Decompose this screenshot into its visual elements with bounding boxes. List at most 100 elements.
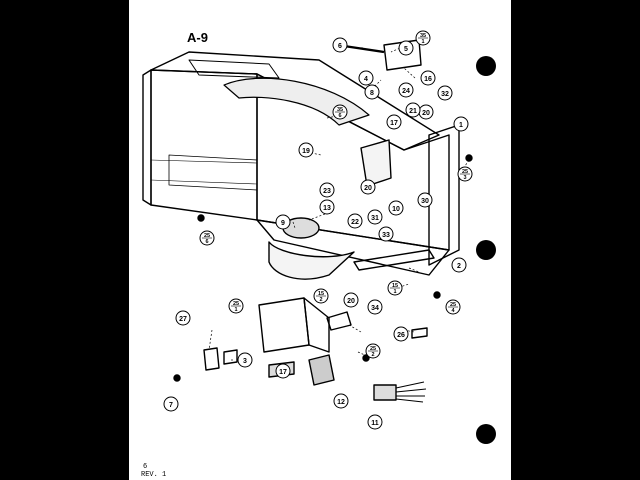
callout-13: 13 bbox=[319, 199, 335, 215]
screw bbox=[465, 154, 473, 162]
callout-30: 30 bbox=[417, 192, 433, 208]
callout-10: 10 bbox=[388, 200, 404, 216]
svg-text:1: 1 bbox=[393, 289, 396, 295]
callout-20b: 20 bbox=[360, 179, 376, 195]
cabinet-left-side bbox=[142, 69, 152, 206]
callout-16: 16 bbox=[420, 70, 436, 86]
right-side-panel bbox=[428, 124, 460, 266]
callout-20c: 20 bbox=[343, 292, 359, 308]
svg-text:21: 21 bbox=[409, 108, 417, 115]
fraction-25-2: 252 bbox=[365, 343, 381, 359]
svg-text:3: 3 bbox=[463, 175, 466, 181]
svg-text:25: 25 bbox=[370, 346, 376, 352]
callout-31: 31 bbox=[367, 209, 383, 225]
control-bracket bbox=[258, 297, 310, 353]
callout-1: 1 bbox=[453, 116, 469, 132]
svg-text:35: 35 bbox=[420, 33, 426, 39]
callout-4: 4 bbox=[358, 70, 374, 86]
svg-text:27: 27 bbox=[179, 316, 187, 323]
callout-2: 2 bbox=[451, 257, 467, 273]
control-box-shroud bbox=[360, 139, 392, 187]
svg-text:4: 4 bbox=[364, 76, 368, 83]
svg-text:11: 11 bbox=[371, 420, 379, 427]
svg-text:26: 26 bbox=[397, 332, 405, 339]
binder-hole-top bbox=[476, 56, 496, 76]
svg-text:15: 15 bbox=[392, 283, 398, 289]
callout-12: 12 bbox=[333, 393, 349, 409]
fraction-15-1: 151 bbox=[387, 280, 403, 296]
svg-text:7: 7 bbox=[169, 402, 173, 409]
svg-text:25: 25 bbox=[450, 302, 456, 308]
svg-text:32: 32 bbox=[441, 91, 449, 98]
callout-11: 11 bbox=[367, 414, 383, 430]
svg-text:2: 2 bbox=[371, 352, 374, 358]
blower-scroll-top bbox=[223, 77, 370, 126]
svg-text:6: 6 bbox=[338, 43, 342, 50]
callout-21: 21 bbox=[405, 102, 421, 118]
callout-8: 8 bbox=[364, 84, 380, 100]
svg-text:9: 9 bbox=[281, 220, 285, 227]
callout-32: 32 bbox=[437, 85, 453, 101]
svg-text:17: 17 bbox=[279, 369, 287, 376]
callout-26: 26 bbox=[393, 326, 409, 342]
callout-17b: 17 bbox=[275, 363, 291, 379]
callout-5: 5 bbox=[398, 40, 414, 56]
callout-labels: 1 2 3 4 5 6 7 8 9 10 11 12 13 16 17 17 1… bbox=[163, 37, 469, 430]
svg-text:31: 31 bbox=[371, 215, 379, 222]
rear-clip bbox=[203, 347, 220, 371]
cabinet-drawing bbox=[142, 39, 473, 403]
svg-text:25: 25 bbox=[204, 233, 210, 239]
callout-17a: 17 bbox=[386, 114, 402, 130]
top-grille bbox=[188, 59, 280, 79]
callout-6: 6 bbox=[332, 37, 348, 53]
exploded-parts-diagram: 1 2 3 4 5 6 7 8 9 10 11 12 13 16 17 17 1… bbox=[142, 30, 473, 430]
control-bracket-flange bbox=[303, 297, 330, 353]
svg-text:13: 13 bbox=[323, 205, 331, 212]
svg-text:25: 25 bbox=[462, 169, 468, 175]
switch-block bbox=[308, 354, 335, 386]
svg-text:2: 2 bbox=[319, 297, 322, 303]
fraction-25-1: 251 bbox=[228, 298, 244, 314]
svg-text:24: 24 bbox=[402, 88, 410, 95]
svg-text:30: 30 bbox=[421, 198, 429, 205]
svg-text:1: 1 bbox=[459, 122, 463, 129]
svg-text:6: 6 bbox=[205, 239, 208, 245]
svg-text:20: 20 bbox=[364, 185, 372, 192]
svg-text:1: 1 bbox=[234, 307, 237, 313]
svg-text:23: 23 bbox=[323, 188, 331, 195]
wire-harness-wires bbox=[395, 381, 427, 403]
svg-text:19: 19 bbox=[302, 148, 310, 155]
svg-text:2: 2 bbox=[457, 263, 461, 270]
svg-text:8: 8 bbox=[370, 90, 374, 97]
svg-text:1: 1 bbox=[421, 39, 424, 45]
strip-plate bbox=[326, 311, 352, 331]
callout-19: 19 bbox=[298, 142, 314, 158]
svg-text:22: 22 bbox=[351, 219, 359, 226]
svg-text:17: 17 bbox=[390, 120, 398, 127]
svg-text:16: 16 bbox=[424, 76, 432, 83]
svg-text:6: 6 bbox=[338, 113, 341, 119]
callout-24: 24 bbox=[398, 82, 414, 98]
callout-33: 33 bbox=[378, 226, 394, 242]
svg-text:33: 33 bbox=[382, 232, 390, 239]
page-title: A-9 bbox=[187, 30, 208, 45]
svg-text:25: 25 bbox=[233, 301, 239, 307]
cabinet-back bbox=[256, 73, 450, 251]
mount-clip bbox=[411, 327, 428, 339]
inner-shelf bbox=[168, 154, 258, 191]
svg-text:5: 5 bbox=[404, 46, 408, 53]
wire-harness-connector bbox=[373, 384, 397, 401]
screw bbox=[433, 291, 441, 299]
callout-20a: 20 bbox=[418, 104, 434, 120]
fraction-15-2: 152 bbox=[313, 288, 329, 304]
binder-hole-middle bbox=[476, 240, 496, 260]
side-clip bbox=[223, 349, 238, 365]
fraction-35-6: 356 bbox=[332, 104, 348, 120]
fraction-25-6: 256 bbox=[199, 230, 215, 246]
fraction-35-1: 351 bbox=[415, 30, 431, 46]
callout-7: 7 bbox=[163, 396, 179, 412]
fraction-25-4: 254 bbox=[445, 299, 461, 315]
svg-text:20: 20 bbox=[347, 298, 355, 305]
callout-9: 9 bbox=[275, 214, 291, 230]
fraction-25-3: 253 bbox=[457, 166, 473, 182]
